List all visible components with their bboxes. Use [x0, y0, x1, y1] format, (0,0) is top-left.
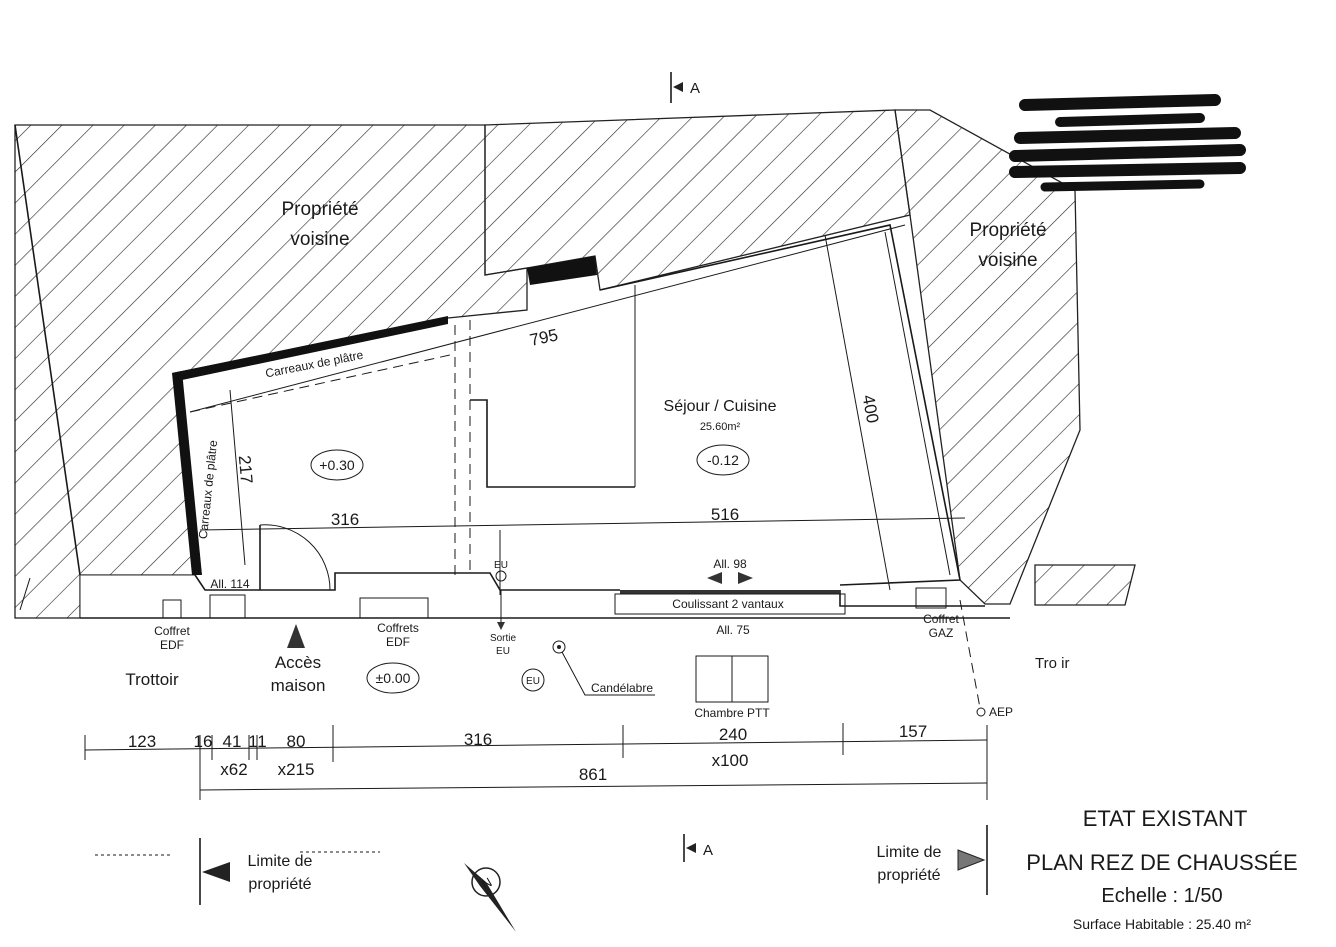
acces-line2: maison [271, 676, 326, 695]
dim-41: 41 [223, 732, 242, 751]
coffrets-edf-2: EDF [386, 635, 410, 649]
candelabre-label: Candélabre [591, 681, 653, 695]
hatch-right-neighbor [894, 109, 1081, 605]
dim-240: 240 [719, 725, 747, 744]
dim-123: 123 [128, 732, 156, 751]
limit-left-2: propriété [248, 876, 311, 893]
dim-x100: x100 [712, 751, 749, 770]
level-room: -0.12 [707, 452, 739, 468]
dim-795: 795 [528, 325, 560, 349]
neighbor-left-line2: voisine [290, 229, 349, 250]
opening-all114: All. 114 [210, 577, 249, 591]
trottoir-right: Tro ir [1035, 655, 1069, 672]
coffret-gaz-2: GAZ [929, 626, 954, 640]
acces-line1: Accès [275, 653, 321, 672]
limit-right-2: propriété [877, 867, 940, 884]
neighbor-right-line2: voisine [978, 250, 1037, 271]
sortie-eu-1: Sortie [490, 633, 517, 644]
title-scale: Echelle : 1/50 [1101, 885, 1222, 907]
aep-label: AEP [989, 705, 1013, 719]
arrow-left-icon [707, 572, 722, 584]
title-plan: PLAN REZ DE CHAUSSÉE [1026, 850, 1297, 875]
dim-400: 400 [859, 393, 883, 424]
coffret-edf-1: Coffret [154, 624, 190, 638]
level-street-ellipse [366, 662, 420, 694]
section-arrow-bottom-icon [686, 843, 696, 853]
neighbor-right-line1: Propriété [969, 220, 1046, 241]
coffret-edf-2: EDF [160, 638, 184, 652]
limit-right-1: Limite de [877, 844, 942, 861]
sortie-arrow-icon [497, 622, 505, 630]
limit-right-arrow-icon [957, 849, 986, 871]
section-bottom-label: A [703, 842, 713, 859]
dim-316: 316 [464, 730, 492, 749]
eu-label: EU [526, 676, 540, 687]
opening-all98: All. 98 [713, 557, 747, 571]
level-entry-ellipse [310, 449, 364, 481]
neighbor-left-line1: Propriété [281, 199, 358, 220]
level-entry: +0.30 [319, 457, 355, 473]
room-name: Séjour / Cuisine [664, 398, 777, 415]
hatch-top-neighbor [484, 109, 911, 291]
dim-16: 16 [194, 732, 213, 751]
level-street: ±0.00 [376, 670, 411, 686]
candelabre-icon [552, 640, 566, 654]
redaction-mark [1009, 94, 1246, 192]
section-top-label: A [690, 80, 700, 97]
coffret-gaz-1: Coffret [923, 612, 959, 626]
dim-x62: x62 [220, 760, 247, 779]
trottoir-left: Trottoir [125, 670, 179, 689]
sortie-eu-2: EU [496, 646, 510, 657]
title-state: ETAT EXISTANT [1083, 806, 1248, 831]
wall-left-label: Carreaux de plâtre [196, 439, 220, 540]
north-arrow-icon: N [464, 863, 516, 932]
dim-316-interior: 316 [331, 510, 359, 529]
hatch-right-street [1034, 564, 1136, 606]
section-arrow-top-icon [673, 82, 683, 92]
chambre-ptt-label: Chambre PTT [694, 706, 770, 720]
title-surface: Surface Habitable : 25.40 m² [1073, 916, 1252, 932]
dim-157: 157 [899, 722, 927, 741]
limit-left-1: Limite de [248, 853, 313, 870]
dim-80: 80 [287, 732, 306, 751]
entry-arrow-icon [287, 624, 305, 648]
dim-861: 861 [579, 765, 607, 784]
wall-top-mid [527, 256, 597, 285]
sliding-window-label: Coulissant 2 vantaux [672, 597, 783, 611]
eu-pipe-icon [495, 570, 507, 582]
coffrets-edf-1: Coffrets [377, 621, 419, 635]
eu-top-label: EU [494, 560, 508, 571]
eu-manhole-icon [521, 668, 545, 692]
opening-all75: All. 75 [716, 623, 750, 637]
dim-516: 516 [711, 505, 739, 524]
wall-left [172, 371, 202, 575]
dim-217: 217 [235, 455, 256, 485]
arrow-right-icon [738, 572, 753, 584]
dim-x215: x215 [278, 760, 315, 779]
dim-1a: 1 [248, 732, 257, 751]
limit-left-arrow-icon [202, 862, 230, 882]
aep-icon [976, 707, 986, 717]
room-area: 25.60m² [700, 421, 741, 433]
wall-top-left [172, 316, 448, 380]
level-room-ellipse [696, 444, 750, 476]
dim-1b: 1 [257, 732, 266, 751]
